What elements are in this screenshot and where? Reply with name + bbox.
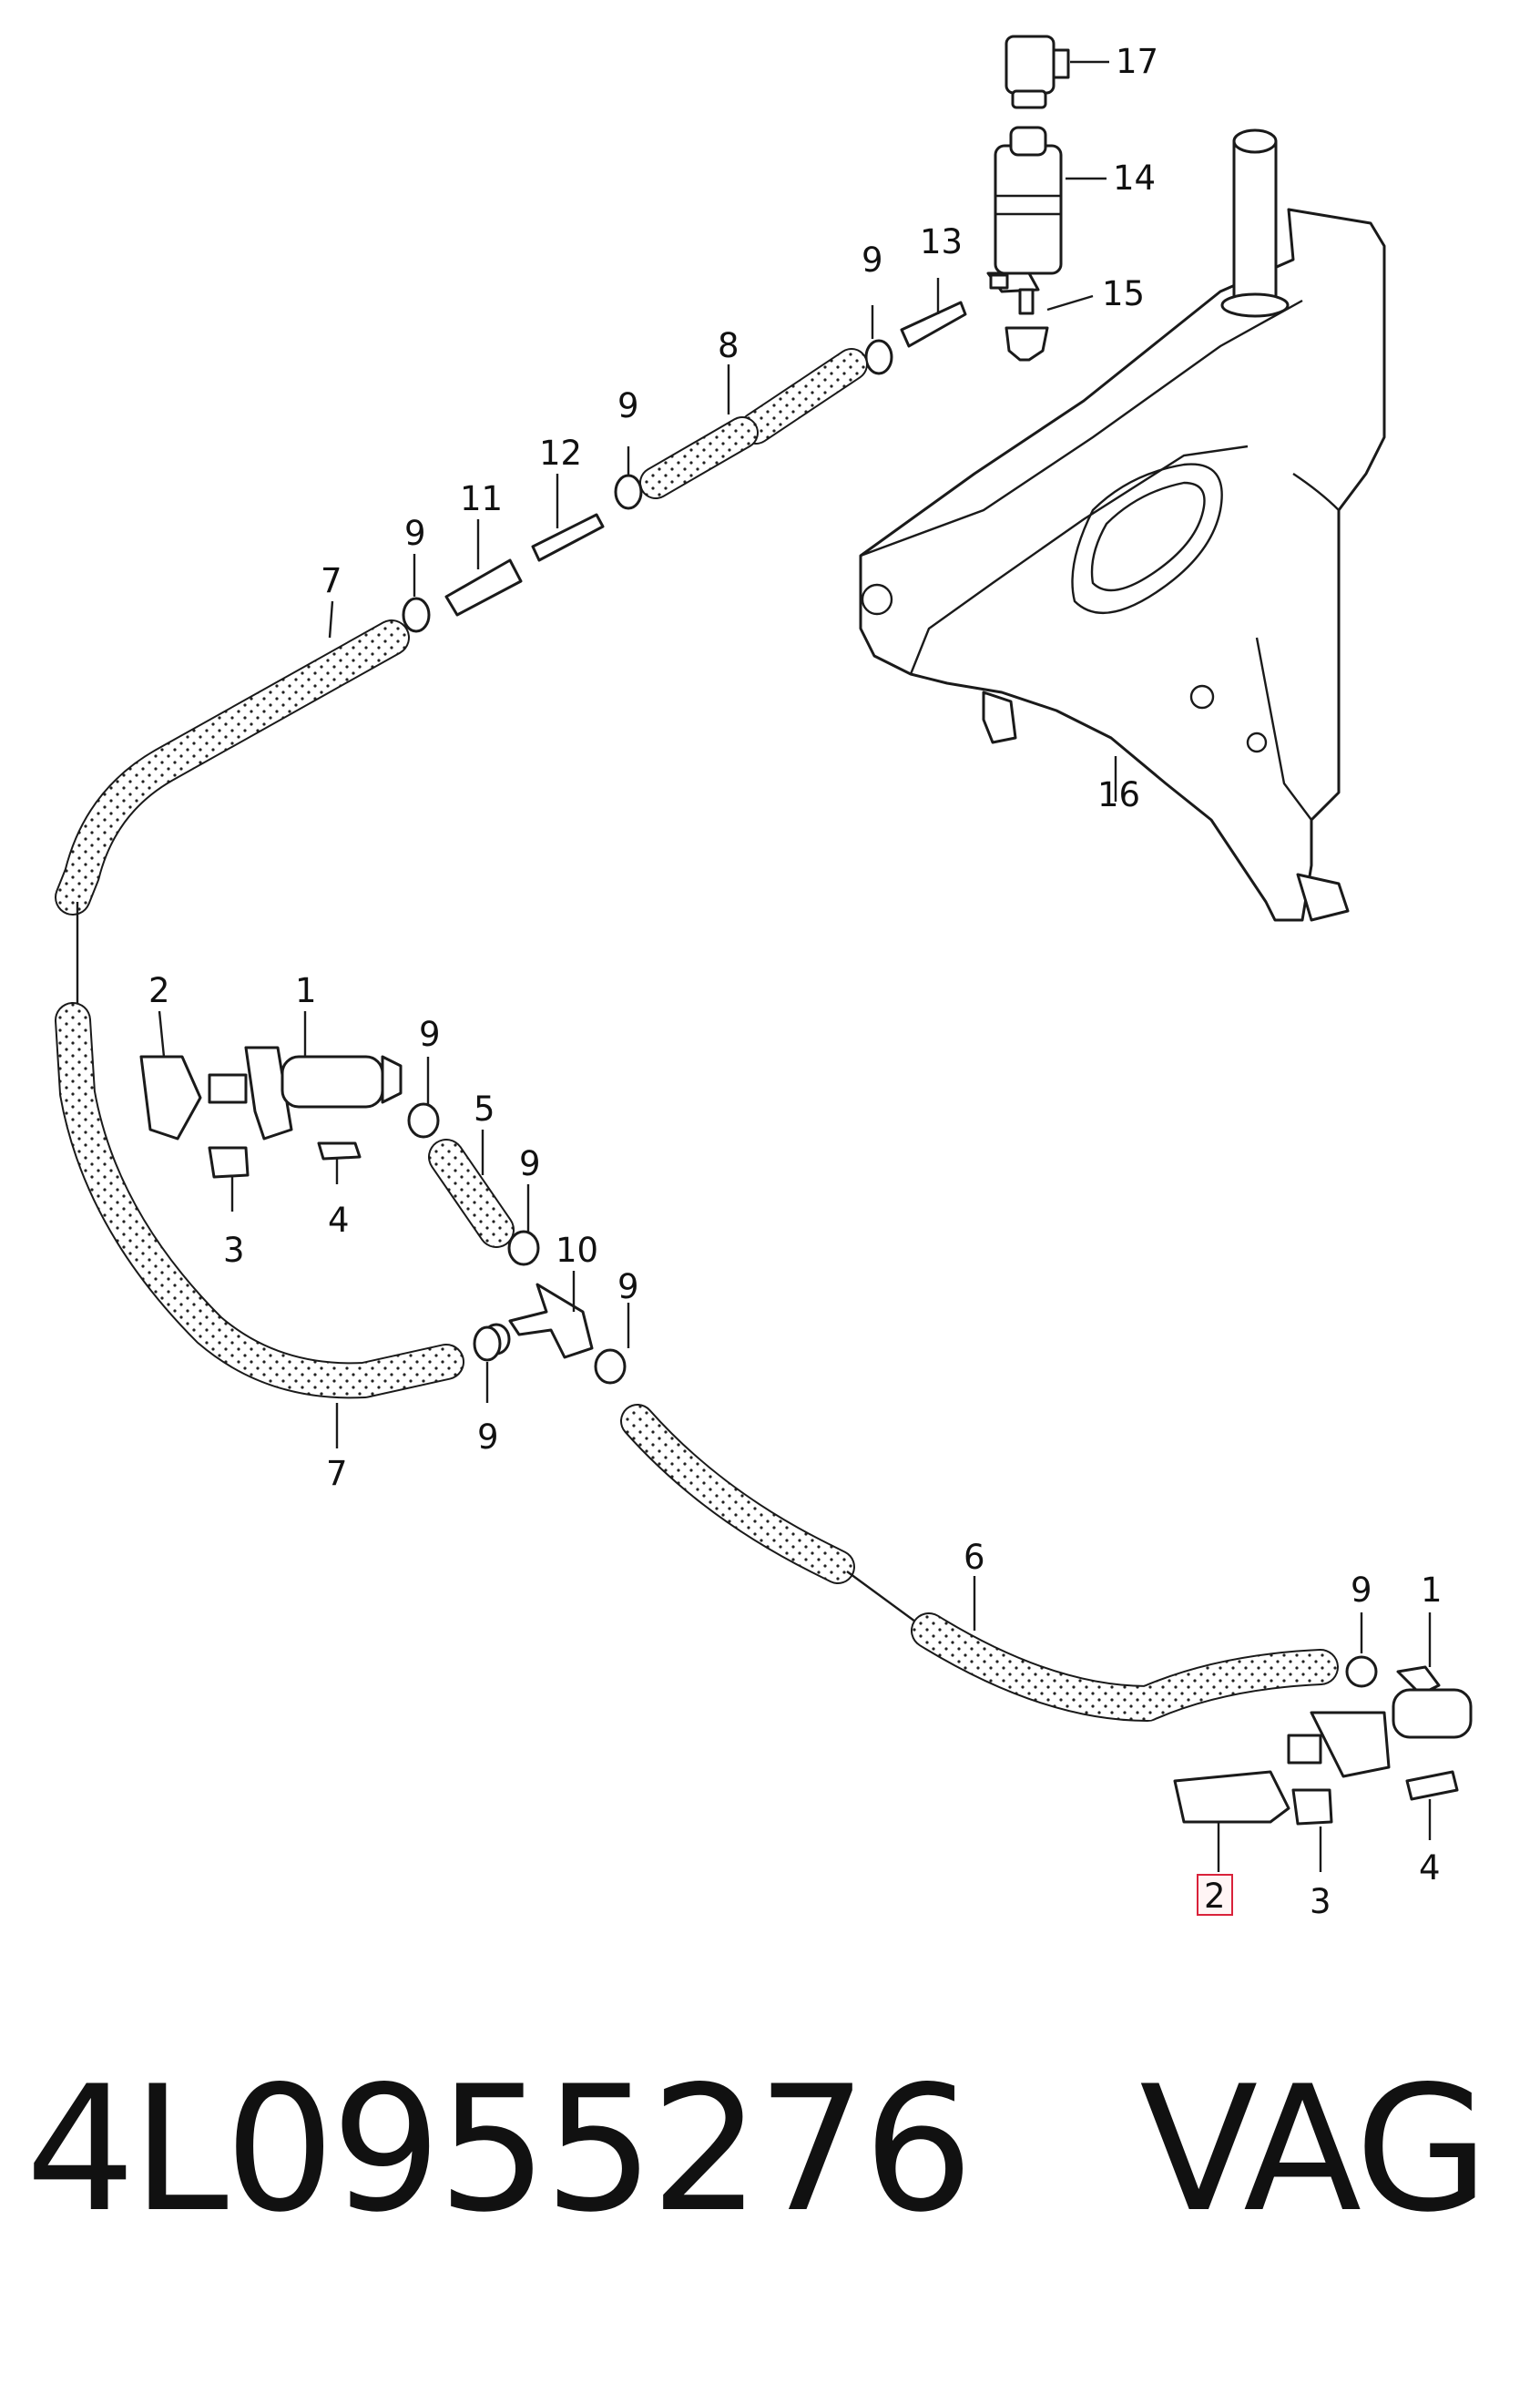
callout-9: 9 — [617, 1267, 639, 1306]
callout-1: 1 — [295, 971, 317, 1010]
callout-13: 13 — [920, 222, 963, 261]
callout-3: 3 — [1310, 1882, 1331, 1921]
washer-reservoir — [859, 128, 1386, 922]
callout-4: 4 — [1419, 1848, 1441, 1888]
brand-name: VAG — [1139, 2049, 1489, 2250]
callout-9: 9 — [519, 1144, 541, 1183]
callout-16: 16 — [1097, 775, 1140, 814]
callout-9: 9 — [1351, 1571, 1372, 1610]
callout-17: 17 — [1116, 42, 1158, 81]
right-nozzle-assembly — [1173, 1655, 1473, 1826]
hose-assembly-top — [55, 301, 967, 1399]
hose-assembly-bottom — [620, 1404, 1339, 1722]
callout-9: 9 — [862, 240, 883, 280]
callout-15: 15 — [1102, 274, 1145, 313]
callout-2-highlighted[interactable]: 2 — [1204, 1877, 1226, 1916]
callout-5: 5 — [474, 1090, 495, 1129]
callout-9: 9 — [419, 1015, 441, 1054]
callout-9: 9 — [404, 514, 426, 553]
pump-connector — [1005, 35, 1070, 109]
footer-part-info: 4L0955276 VAG — [25, 2041, 1519, 2259]
washer-pump — [986, 126, 1063, 315]
callout-11: 11 — [460, 479, 503, 518]
callout-2: 2 — [148, 971, 170, 1010]
callout-10: 10 — [556, 1231, 598, 1270]
callout-1: 1 — [1421, 1571, 1443, 1610]
callout-8: 8 — [718, 326, 739, 365]
pump-grommet — [1005, 326, 1049, 362]
callout-4: 4 — [328, 1201, 350, 1240]
callout-12: 12 — [539, 434, 582, 473]
left-nozzle-assembly — [139, 1046, 627, 1385]
callout-6: 6 — [964, 1538, 985, 1577]
callout-9: 9 — [477, 1417, 499, 1457]
callouts: 17 14 15 13 9 8 9 12 11 9 7 16 2 1 9 5 9… — [148, 42, 1443, 1921]
leader-lines — [158, 60, 1432, 1872]
callout-7: 7 — [321, 561, 342, 600]
callout-14: 14 — [1113, 159, 1156, 198]
callout-3: 3 — [223, 1231, 245, 1270]
callout-9: 9 — [617, 386, 639, 425]
part-number: 4L0955276 — [25, 2049, 974, 2250]
callout-7: 7 — [326, 1454, 348, 1493]
callout-highlight-box — [1197, 1874, 1233, 1916]
